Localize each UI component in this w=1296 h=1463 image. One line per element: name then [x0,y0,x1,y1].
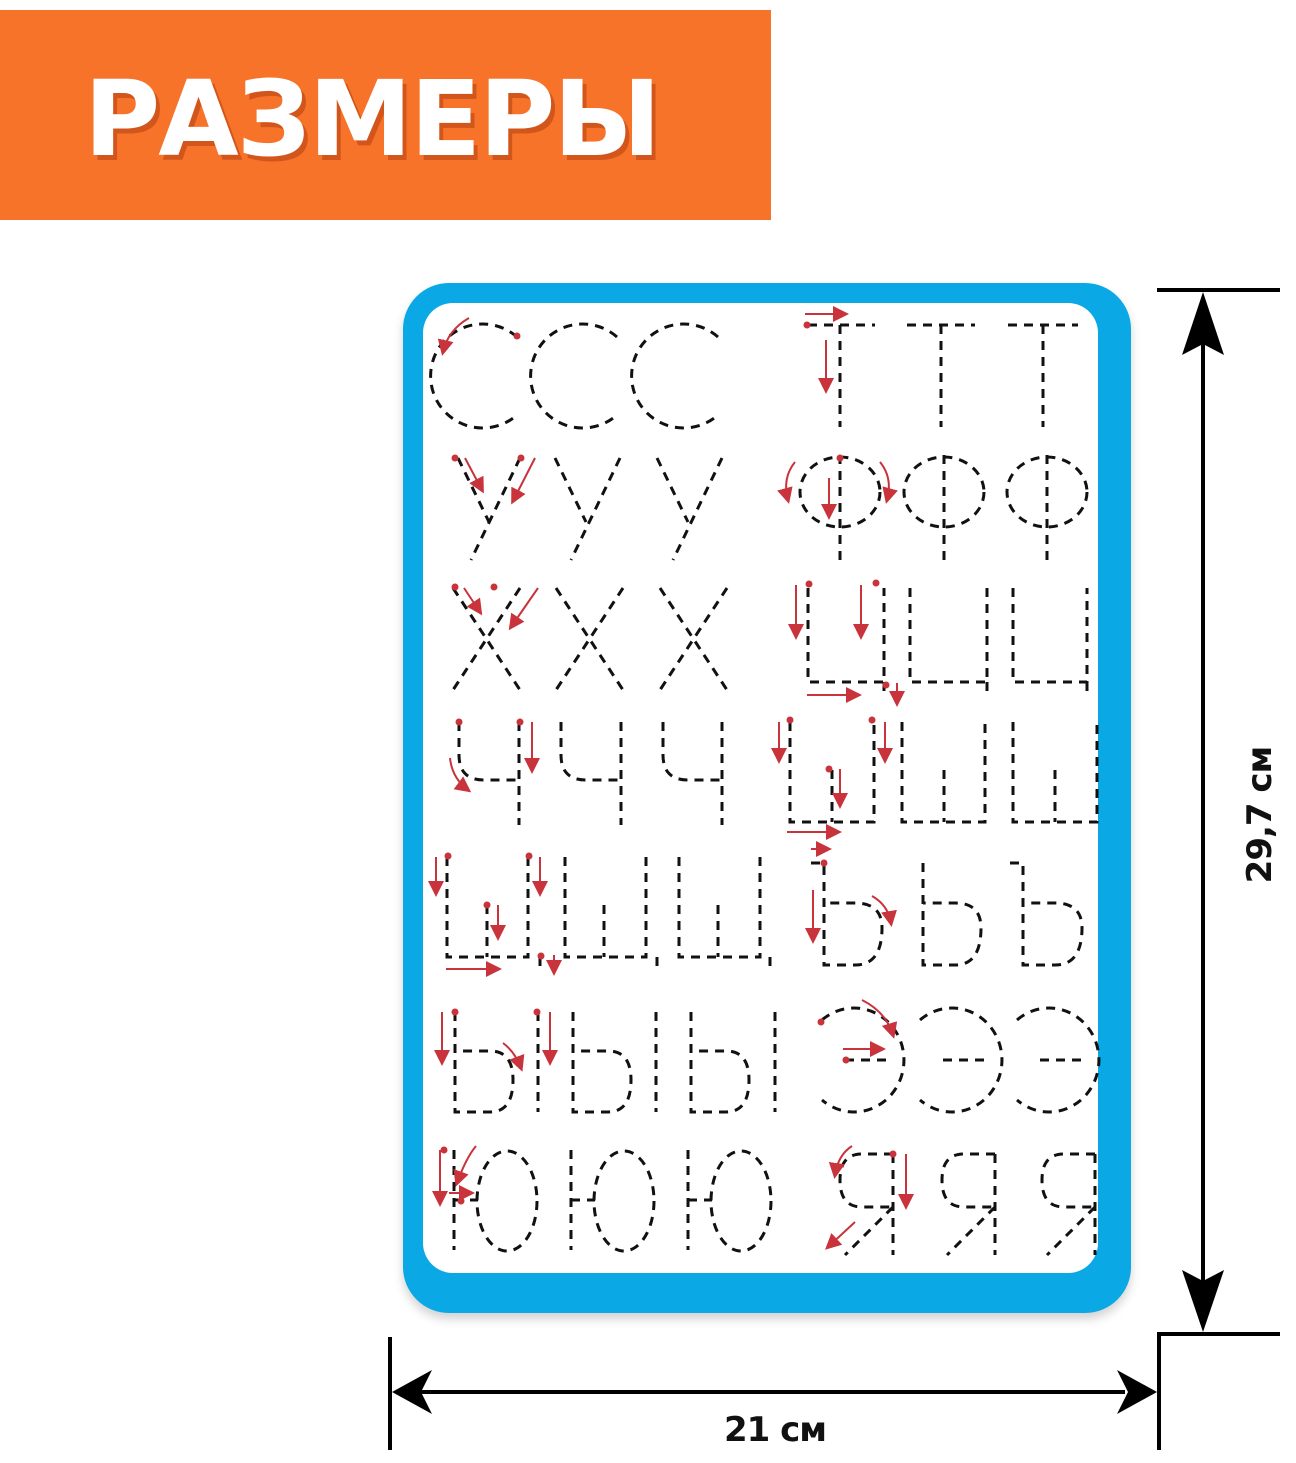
height-bottom-tick [1157,1332,1280,1450]
letter-tracing-row-3-left [451,587,729,691]
height-label: 29,7 см [1240,746,1280,884]
banner-title: РАЗМЕРЫ [84,58,661,180]
arrow-down-icon [1182,1270,1224,1332]
letter-tracing-row-5-right [811,861,1084,967]
letter-es-3 [630,322,719,430]
letter-tracing-row-4-right [788,722,1099,824]
letter-tracing-row-2-right [798,455,1089,560]
stroke-start-dots [440,321,897,1205]
letter-tracing-row-4-left [457,722,724,825]
title-banner: РАЗМЕРЫ [0,10,771,220]
width-label: 21 см [723,1410,827,1450]
letter-tracing-row-6-left [453,1012,777,1114]
letter-tracing-row-1-right [808,323,1078,427]
arrow-left-icon [392,1370,432,1414]
stroke-direction-arrows [428,306,914,1250]
letter-tracing-row-1-left [429,322,719,430]
arrow-up-icon [1182,292,1224,355]
arrow-right-icon [1117,1370,1157,1414]
letter-tracing-row-6-right [821,1006,1101,1114]
letter-tracing-row-5-left [445,857,772,973]
letter-tracing-row-7-right [838,1152,1097,1257]
letter-es-1 [429,322,518,430]
letter-es-2 [529,322,618,430]
